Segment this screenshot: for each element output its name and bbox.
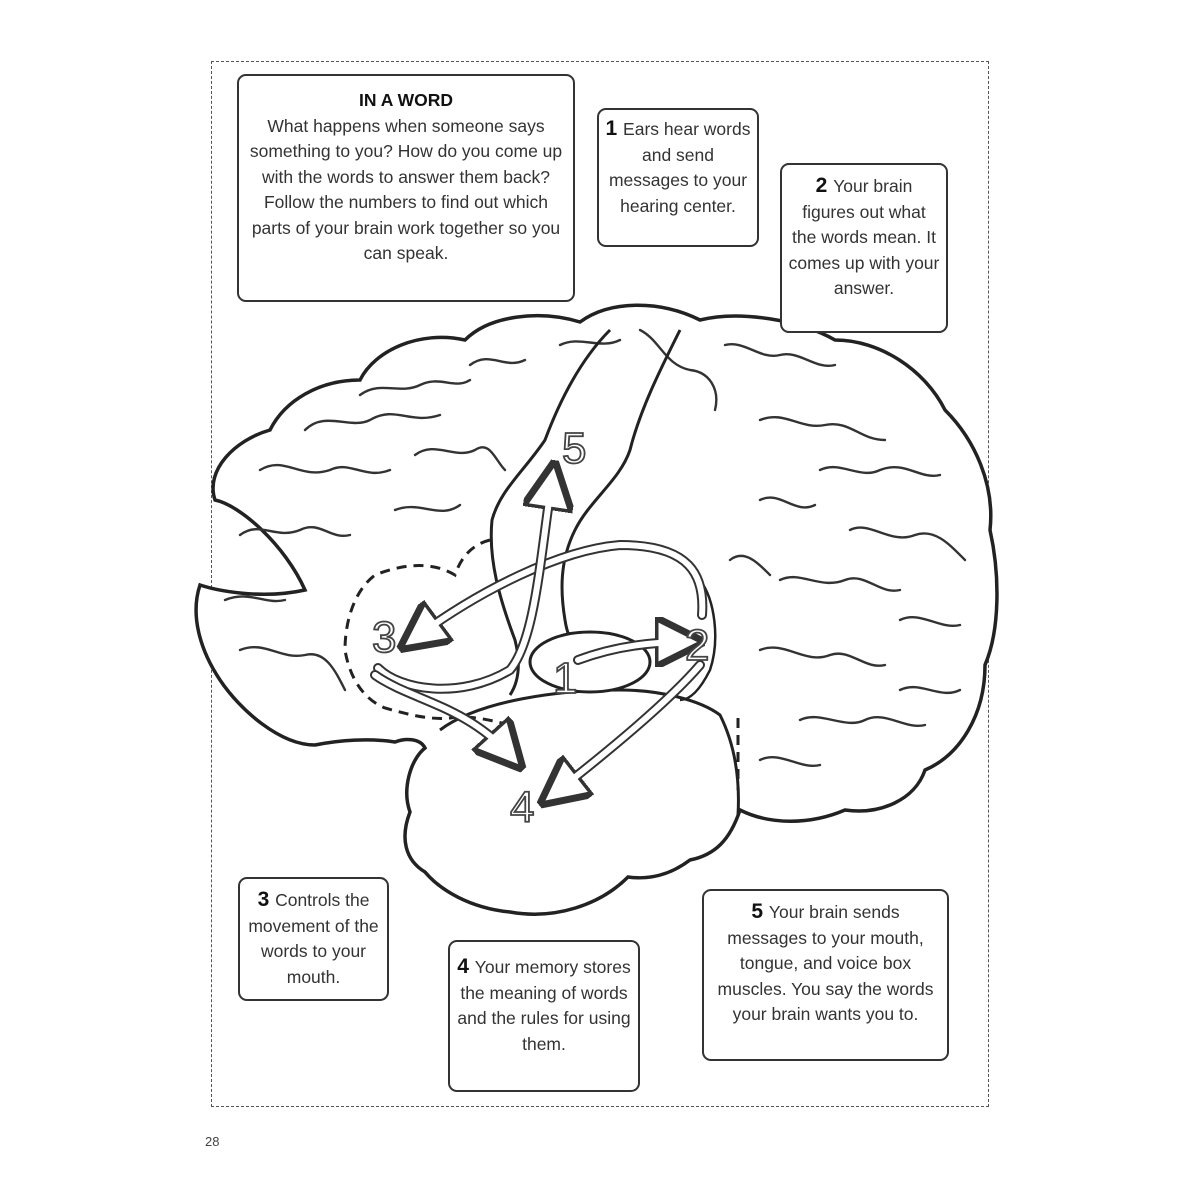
brain-outline — [194, 303, 999, 916]
step-3-box: 3 Controls the movement of the words to … — [238, 877, 389, 1001]
step-5-number: 5 — [751, 900, 769, 923]
diagram-label-1: 1 — [553, 654, 577, 703]
temporal-lobe-region — [439, 688, 740, 816]
step-3-text: Controls the movement of the words to yo… — [248, 890, 379, 987]
step-4-number: 4 — [457, 955, 475, 978]
step-1-number: 1 — [605, 117, 624, 140]
step-4-text: Your memory stores the meaning of words … — [457, 957, 631, 1054]
motor-cortex-region — [489, 328, 612, 696]
step-4-box: 4 Your memory stores the meaning of word… — [448, 940, 640, 1092]
diagram-label-5: 5 — [562, 424, 586, 473]
step-5-box: 5 Your brain sends messages to your mout… — [702, 889, 949, 1061]
step-1-box: 1 Ears hear words and send messages to y… — [597, 108, 759, 247]
brain-folds — [223, 328, 967, 768]
page-number: 28 — [205, 1134, 220, 1149]
diagram-label-4: 4 — [510, 783, 534, 832]
step-2-number: 2 — [815, 174, 834, 197]
step-1-text: Ears hear words and send messages to you… — [608, 119, 751, 216]
step-2-text: Your brain figures out what the words me… — [788, 176, 940, 298]
diagram-label-2: 2 — [685, 621, 709, 670]
diagram-label-3: 3 — [372, 613, 396, 662]
step-3-number: 3 — [257, 888, 276, 911]
step-5-text: Your brain sends messages to your mouth,… — [717, 902, 934, 1024]
step-2-box: 2 Your brain figures out what the words … — [780, 163, 948, 333]
broca-region-outline — [343, 538, 511, 727]
pathway-arrows — [370, 480, 708, 793]
intro-box: IN A WORD What happens when someone says… — [237, 74, 575, 302]
intro-text: What happens when someone says something… — [249, 115, 563, 264]
intro-title: IN A WORD — [359, 90, 453, 110]
